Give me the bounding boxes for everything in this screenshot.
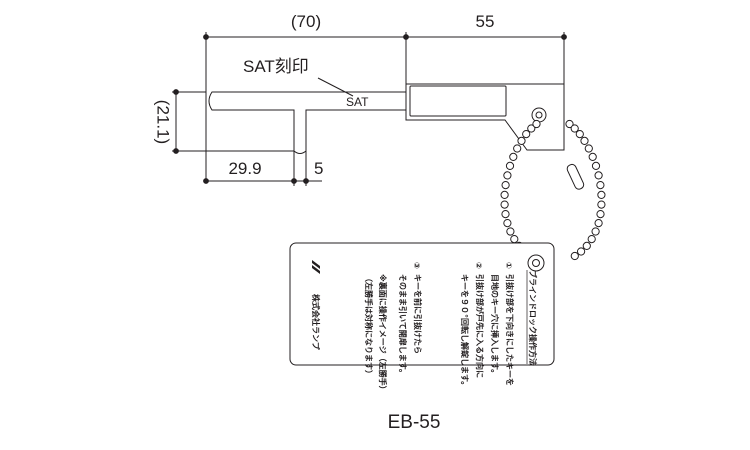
step1-number: ① bbox=[504, 262, 513, 269]
chain-bead bbox=[500, 190, 509, 199]
tag-note1: ※裏面に操作イメージ（左勝手） bbox=[378, 274, 388, 394]
step1-line1: 引抜け部を下向きにしたキーを bbox=[505, 274, 515, 386]
brand-logo-icon bbox=[312, 260, 320, 274]
chain-bead bbox=[527, 124, 536, 133]
chain-bead bbox=[501, 181, 510, 190]
chain-bead bbox=[505, 161, 515, 170]
chain-bead bbox=[580, 136, 589, 145]
dimension-shaft bbox=[203, 151, 322, 186]
chain-bead bbox=[506, 227, 515, 236]
holder-length-label: 55 bbox=[476, 12, 495, 31]
step2-number: ② bbox=[474, 262, 483, 269]
step1-line2: 目地のキー穴に挿入します。 bbox=[490, 274, 500, 377]
marking-leader bbox=[317, 77, 354, 97]
chain-bead bbox=[500, 200, 509, 209]
chain-bead bbox=[594, 219, 603, 228]
marking-label: SAT刻印 bbox=[243, 57, 309, 76]
step2-line2: キーを９０°回転し解錠します。 bbox=[460, 274, 470, 389]
chain-bead bbox=[501, 210, 510, 219]
chain-clasp bbox=[566, 163, 585, 190]
height-label: (21.1) bbox=[154, 100, 173, 144]
chain-bead bbox=[582, 241, 591, 250]
chain-bead bbox=[509, 152, 518, 161]
chain-bead bbox=[575, 130, 584, 139]
chain-bead bbox=[570, 251, 579, 261]
chain-bead bbox=[597, 200, 606, 209]
chain-bead bbox=[570, 124, 579, 133]
engraving-text: SAT bbox=[346, 95, 369, 109]
ball-chain bbox=[500, 119, 606, 261]
instruction-tag bbox=[289, 242, 555, 366]
chain-bead bbox=[597, 190, 606, 199]
chain-bead bbox=[577, 247, 586, 256]
chain-bead bbox=[594, 171, 603, 180]
tag-text-block: ブラインドロック操作方法 ① 引抜け部を下向きにしたキーを 目地のキー穴に挿入し… bbox=[311, 260, 538, 394]
tag-title: ブラインドロック操作方法 bbox=[528, 270, 538, 366]
chain-bead bbox=[588, 152, 597, 161]
chain-bead bbox=[565, 119, 574, 129]
dimension-height bbox=[172, 89, 300, 154]
chain-bead bbox=[596, 210, 605, 219]
chain-bead bbox=[591, 161, 601, 170]
chain-bead bbox=[510, 235, 519, 244]
step2-line1: 引抜け部が戸先に入る方向に bbox=[475, 274, 485, 378]
step3-number: ③ bbox=[412, 262, 421, 269]
chain-bead bbox=[584, 144, 593, 153]
key-outline bbox=[208, 83, 565, 154]
chain-bead bbox=[503, 171, 512, 180]
chain-bead bbox=[513, 144, 522, 153]
model-name: EB-55 bbox=[388, 412, 441, 433]
chain-bead bbox=[517, 136, 526, 145]
chain-bead bbox=[587, 235, 596, 244]
chain-bead bbox=[532, 119, 541, 129]
overall-length-label: (70) bbox=[291, 12, 321, 31]
chain-bead bbox=[596, 181, 605, 190]
step3-line1: キーを前に引抜けたら bbox=[413, 274, 423, 354]
tag-note2: （左勝手は対称になります） bbox=[364, 274, 374, 378]
thickness-label: 5 bbox=[314, 159, 323, 178]
step3-line2: そのまま引いて開扉します。 bbox=[398, 274, 408, 377]
chain-bead bbox=[591, 227, 600, 236]
chain-bead bbox=[522, 130, 531, 139]
chain-bead bbox=[503, 219, 512, 228]
shaft-length-label: 29.9 bbox=[228, 159, 261, 178]
dimension-overall-length bbox=[203, 32, 409, 182]
brand-name: 株式会社ランプ bbox=[311, 294, 321, 351]
